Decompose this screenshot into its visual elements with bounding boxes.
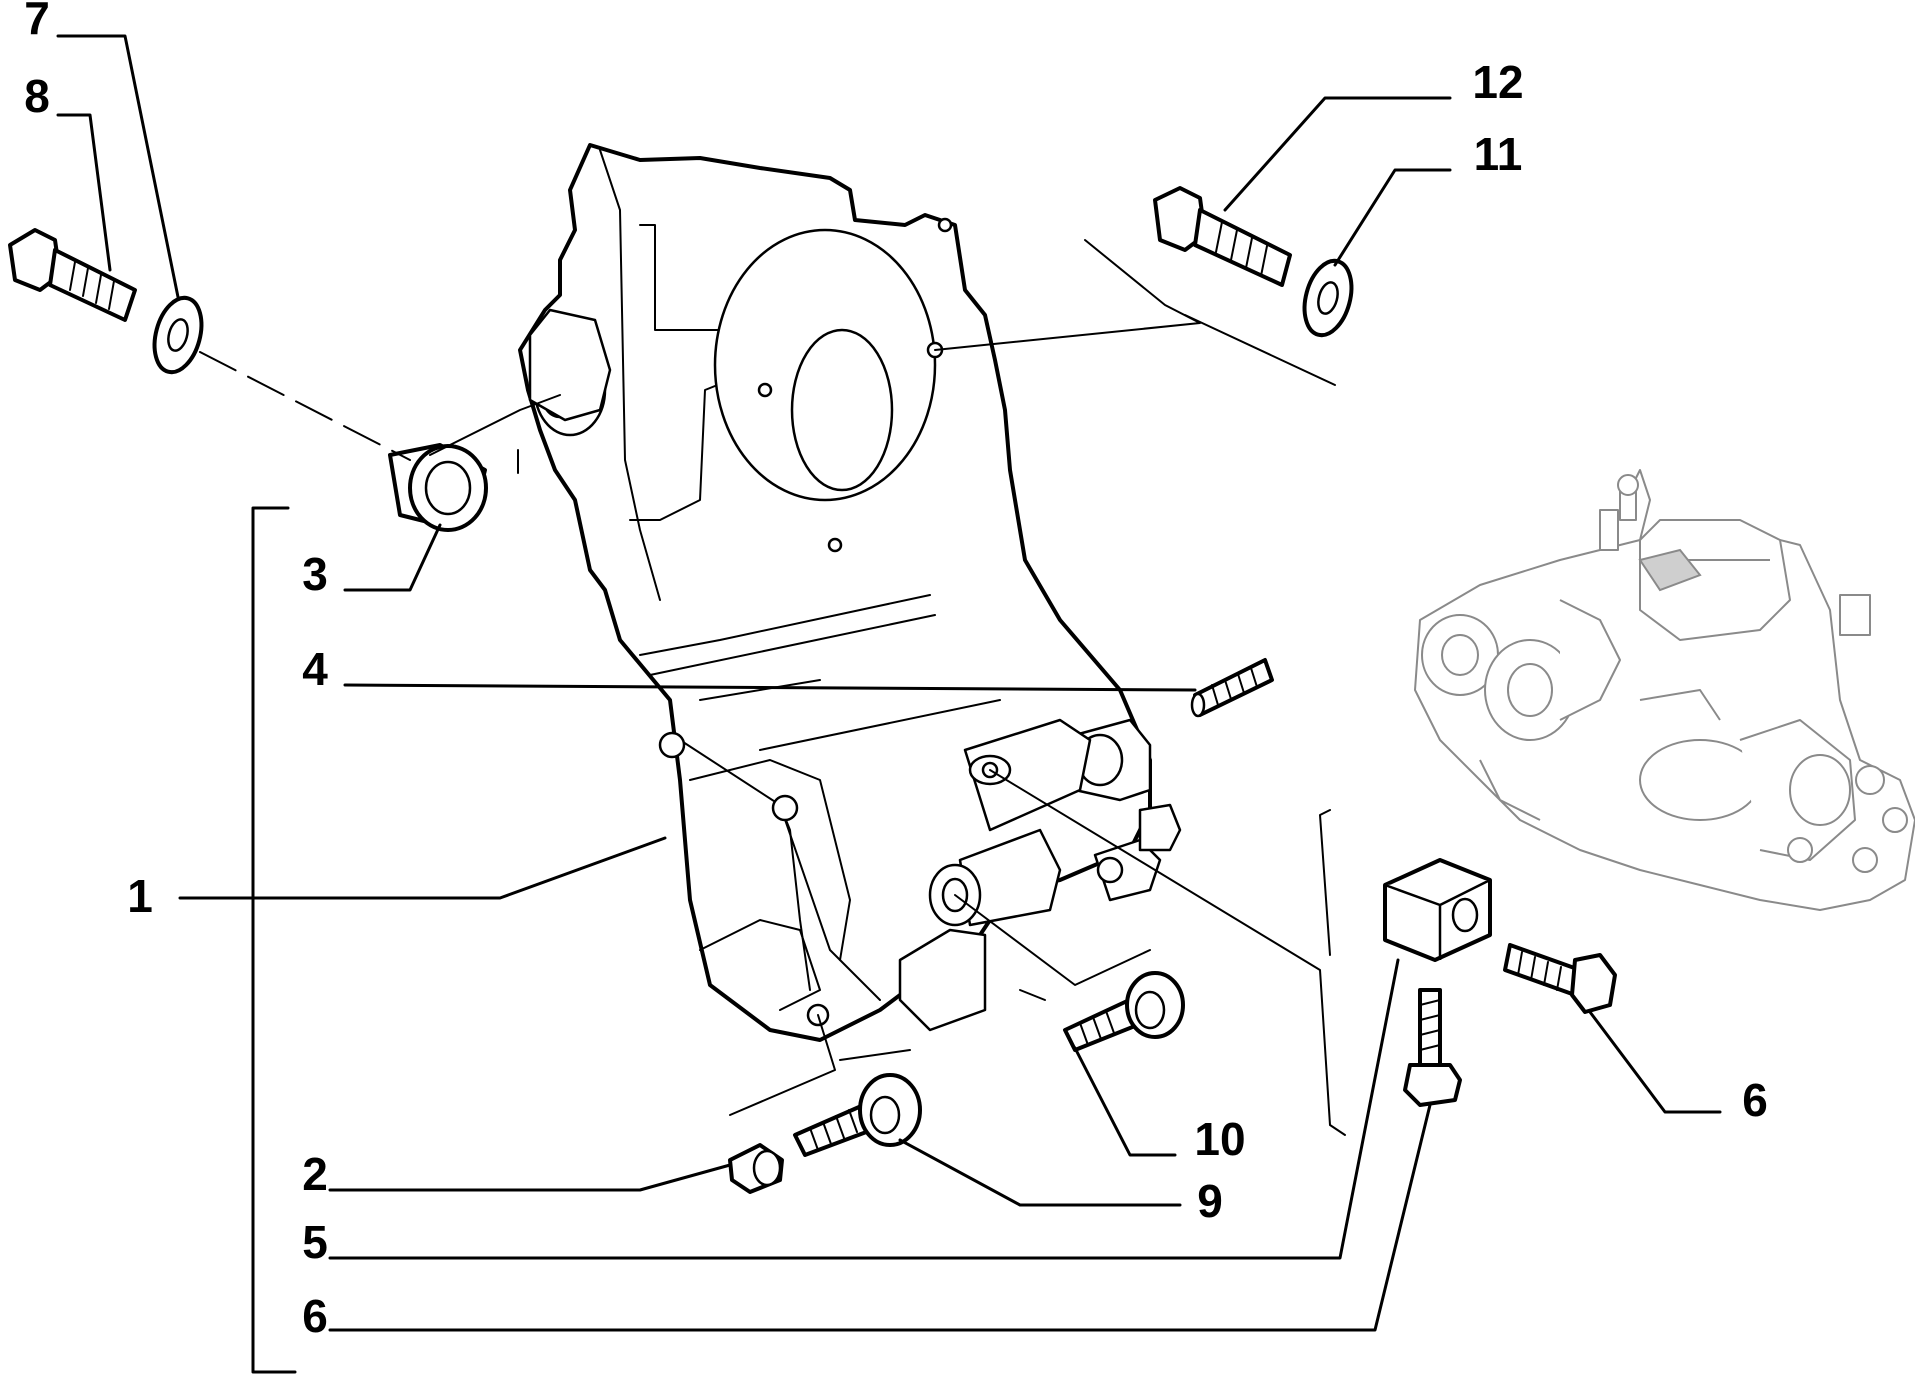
callout-labels: 1 2 3 4 5 6 6 7 8 9 10 11 12 — [24, 0, 1768, 1342]
callout-4: 4 — [302, 643, 328, 695]
leader-lines — [56, 34, 1722, 1374]
mounting-bracket-housing — [518, 143, 1182, 1042]
callout-6-right: 6 — [1742, 1074, 1768, 1126]
bolt-part-8 — [8, 228, 137, 322]
bolt-part-6-vertical — [1403, 988, 1462, 1107]
callout-11: 11 — [1474, 128, 1523, 180]
square-block-part-5 — [1383, 858, 1492, 962]
stud-part-4 — [1190, 658, 1274, 718]
washer-part-7 — [152, 295, 204, 375]
callout-9: 9 — [1197, 1175, 1223, 1227]
callout-1: 1 — [127, 870, 153, 922]
callout-2: 2 — [302, 1148, 328, 1200]
bolt-part-6-right — [1503, 943, 1617, 1014]
callout-3: 3 — [302, 548, 328, 600]
callout-10: 10 — [1194, 1113, 1245, 1165]
washer-part-11 — [1302, 258, 1354, 338]
bolt-part-10 — [1063, 971, 1185, 1052]
injection-pump-reference-view — [1414, 469, 1915, 911]
callout-12: 12 — [1472, 56, 1523, 108]
callout-5: 5 — [302, 1216, 328, 1268]
bushing-part-3 — [388, 443, 488, 532]
plug-part-2 — [728, 1143, 784, 1194]
bolt-part-12 — [1153, 186, 1292, 287]
callout-7: 7 — [24, 0, 50, 44]
callout-8: 8 — [24, 70, 50, 122]
callout-6-lower: 6 — [302, 1290, 328, 1342]
bolt-part-9 — [793, 1073, 922, 1157]
